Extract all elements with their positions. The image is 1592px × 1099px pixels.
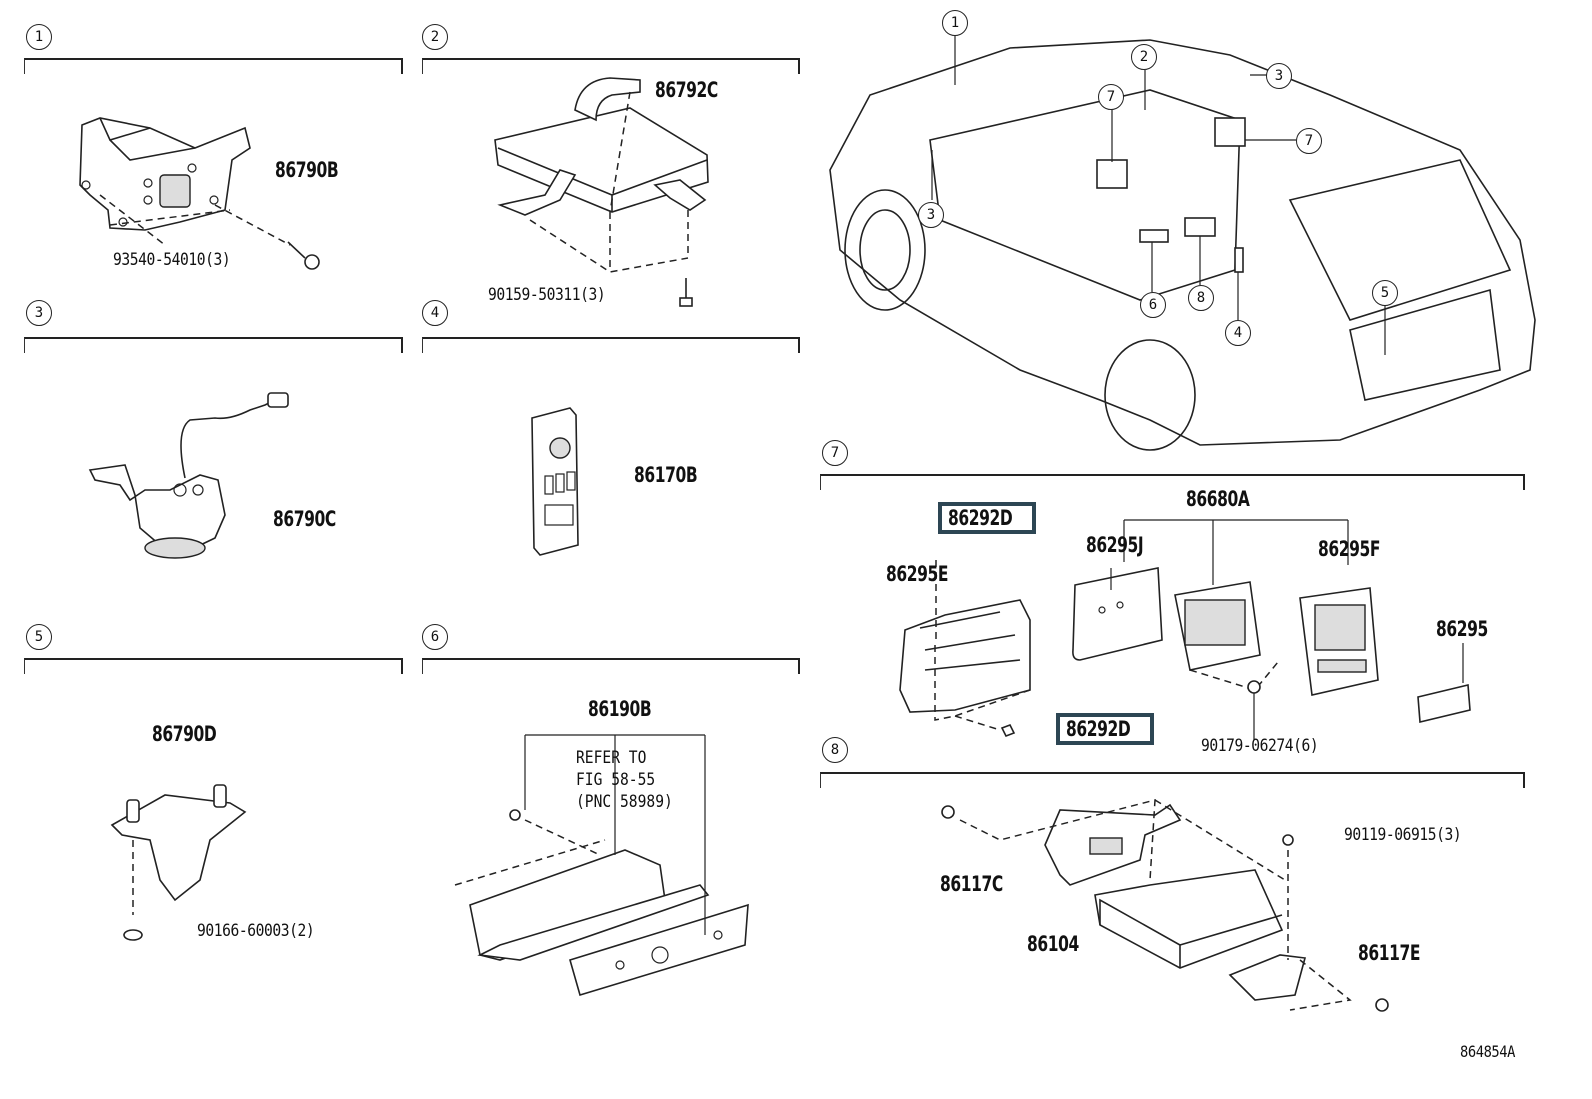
remote-control-drawing — [531, 407, 579, 556]
section-marker-5: 5 — [26, 624, 52, 650]
reference-note-line-2: FIG 58-55 — [576, 770, 656, 790]
section-bracket-3 — [24, 337, 403, 353]
part-label-93540-54010[interactable]: 93540-54010(3) — [113, 250, 231, 270]
vehicle-callout-1[interactable]: 1 — [942, 10, 968, 36]
vehicle-callout-8[interactable]: 8 — [1188, 285, 1214, 311]
part-label-86190B[interactable]: 86190B — [588, 697, 652, 721]
section-bracket-6 — [422, 658, 800, 674]
part-label-86790B[interactable]: 86790B — [275, 158, 339, 182]
section-marker-3: 3 — [26, 300, 52, 326]
section-bracket-5 — [24, 658, 403, 674]
vehicle-callout-5[interactable]: 5 — [1372, 280, 1398, 306]
part-label-90159-50311[interactable]: 90159-50311(3) — [488, 285, 606, 305]
section-marker-7: 7 — [822, 440, 848, 466]
camera-ecu-drawing — [494, 77, 709, 307]
front-camera-bracket-drawing — [79, 117, 320, 270]
vehicle-overview-drawing — [829, 35, 1536, 451]
section-bracket-2 — [422, 58, 800, 74]
part-label-86792C[interactable]: 86792C — [655, 78, 718, 102]
part-label-86680A[interactable]: 86680A — [1186, 487, 1250, 511]
section-bracket-1 — [24, 58, 403, 74]
section-bracket-7 — [820, 474, 1525, 490]
part-label-86292D[interactable]: 86292D — [948, 506, 1013, 530]
part-label-86295E[interactable]: 86295E — [886, 562, 949, 586]
vehicle-callout-7-front[interactable]: 7 — [1098, 84, 1124, 110]
section-marker-2: 2 — [422, 24, 448, 50]
vehicle-callout-4[interactable]: 4 — [1225, 320, 1251, 346]
reference-note-line-1: REFER TO — [576, 748, 647, 768]
highlighted-part-86292D-bottom[interactable]: 86292D — [1056, 713, 1155, 745]
part-label-86104[interactable]: 86104 — [1027, 932, 1079, 956]
part-label-86117C[interactable]: 86117C — [940, 872, 1003, 896]
vehicle-callout-2[interactable]: 2 — [1131, 44, 1157, 70]
rear-entertainment-unit-drawing — [941, 799, 1389, 1012]
part-label-90179-06274[interactable]: 90179-06274(6) — [1201, 736, 1319, 756]
vehicle-callout-7-rear[interactable]: 7 — [1296, 128, 1322, 154]
vehicle-callout-3-front[interactable]: 3 — [918, 202, 944, 228]
section-marker-6: 6 — [422, 624, 448, 650]
back-camera-drawing — [110, 784, 247, 941]
switch-assembly-drawing — [454, 734, 749, 997]
vehicle-callout-3-rear[interactable]: 3 — [1266, 63, 1292, 89]
figure-id: 864854A — [1460, 1042, 1515, 1061]
part-label-86292D[interactable]: 86292D — [1066, 717, 1131, 741]
part-label-90166-60003[interactable]: 90166-60003(2) — [197, 921, 315, 941]
part-label-86295F[interactable]: 86295F — [1318, 537, 1381, 561]
part-label-86295[interactable]: 86295 — [1436, 617, 1488, 641]
part-label-86790D[interactable]: 86790D — [152, 722, 217, 746]
highlighted-part-86292D-top[interactable]: 86292D — [938, 502, 1037, 534]
section-bracket-4 — [422, 337, 800, 353]
part-label-86295J[interactable]: 86295J — [1086, 533, 1144, 557]
side-camera-drawing — [88, 392, 289, 559]
part-label-90119-06915[interactable]: 90119-06915(3) — [1344, 825, 1462, 845]
part-label-86117E[interactable]: 86117E — [1358, 941, 1421, 965]
section-bracket-8 — [820, 772, 1525, 788]
section-marker-1: 1 — [26, 24, 52, 50]
part-label-86790C[interactable]: 86790C — [273, 507, 336, 531]
section-marker-4: 4 — [422, 300, 448, 326]
part-label-86170B[interactable]: 86170B — [634, 463, 698, 487]
vehicle-callout-6[interactable]: 6 — [1140, 292, 1166, 318]
rear-seat-display-drawings — [899, 519, 1471, 740]
reference-note-line-3: (PNC 58989) — [576, 792, 673, 812]
section-marker-8: 8 — [822, 737, 848, 763]
